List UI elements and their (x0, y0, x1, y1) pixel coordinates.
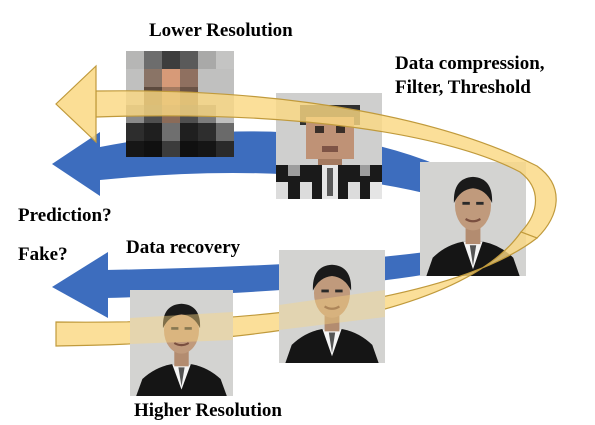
yellow-arrow-tint-over-recovered-photo (279, 290, 385, 330)
yellow-arrow-tint-over-photo (130, 312, 233, 344)
original-photo (418, 160, 528, 278)
yellow-arrow-head (55, 64, 97, 144)
fake-label: Fake? (18, 244, 68, 265)
compression-label-line-1: Data compression, (395, 53, 545, 74)
prediction-label: Prediction? (18, 205, 112, 226)
higher-resolution-label: Higher Resolution (134, 400, 282, 421)
blue-arrow-upper-head (52, 132, 100, 196)
data-recovery-label: Data recovery (126, 237, 241, 258)
compression-label: Data compression, Filter, Threshold (395, 52, 590, 100)
compression-label-line-2: Filter, Threshold (395, 77, 531, 98)
lower-resolution-label: Lower Resolution (149, 20, 293, 41)
blue-arrow-lower-head (52, 252, 108, 318)
